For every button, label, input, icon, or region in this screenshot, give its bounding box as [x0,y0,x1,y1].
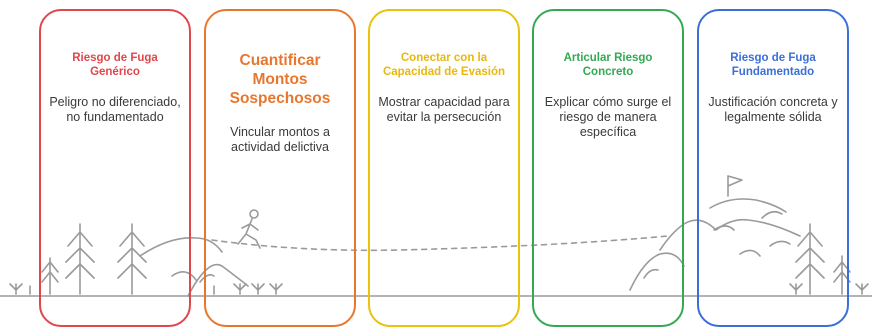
trail-path [211,235,669,252]
stage-description: Peligro no diferenciado, no fundamentado [49,95,181,124]
pine-tree-icon [833,255,851,295]
stage-card-2: Cuantificar Montos Sospechosos Vincular … [204,9,356,327]
stage-card-3: Conectar con la Capacidad de Evasión Mos… [368,9,520,327]
stage-description: Explicar cómo surge el riesgo de manera … [544,95,672,139]
stage-card-1: Riesgo de Fuga Genérico Peligro no difer… [39,9,191,327]
stage-title: Articular Riesgo Concreto [563,52,653,78]
summit-flag-icon [727,175,743,197]
stage-description: Mostrar capacidad para evitar la persecu… [378,95,510,124]
stage-description: Justificación concreta y legalmente sóli… [708,95,838,124]
pine-tree-icon [795,223,825,295]
stage-title: Cuantificar Montos Sospechosos [229,52,331,107]
pine-tree-icon [65,223,95,295]
stage-card-4: Articular Riesgo Concreto Explicar cómo … [532,9,684,327]
mountain-icon [629,198,801,291]
mountain-icon [139,237,249,297]
hiker-icon [237,209,261,249]
stage-title: Conectar con la Capacidad de Evasión [382,52,506,78]
stage-title: Riesgo de Fuga Genérico [72,52,158,78]
stage-title: Riesgo de Fuga Fundamentado [730,52,816,78]
pine-tree-icon [117,223,147,295]
stage-card-5: Riesgo de Fuga Fundamentado Justificació… [697,9,849,327]
grass-icon [9,283,869,295]
stage-description: Vincular montos a actividad delictiva [230,125,330,154]
pine-tree-icon [41,257,59,295]
